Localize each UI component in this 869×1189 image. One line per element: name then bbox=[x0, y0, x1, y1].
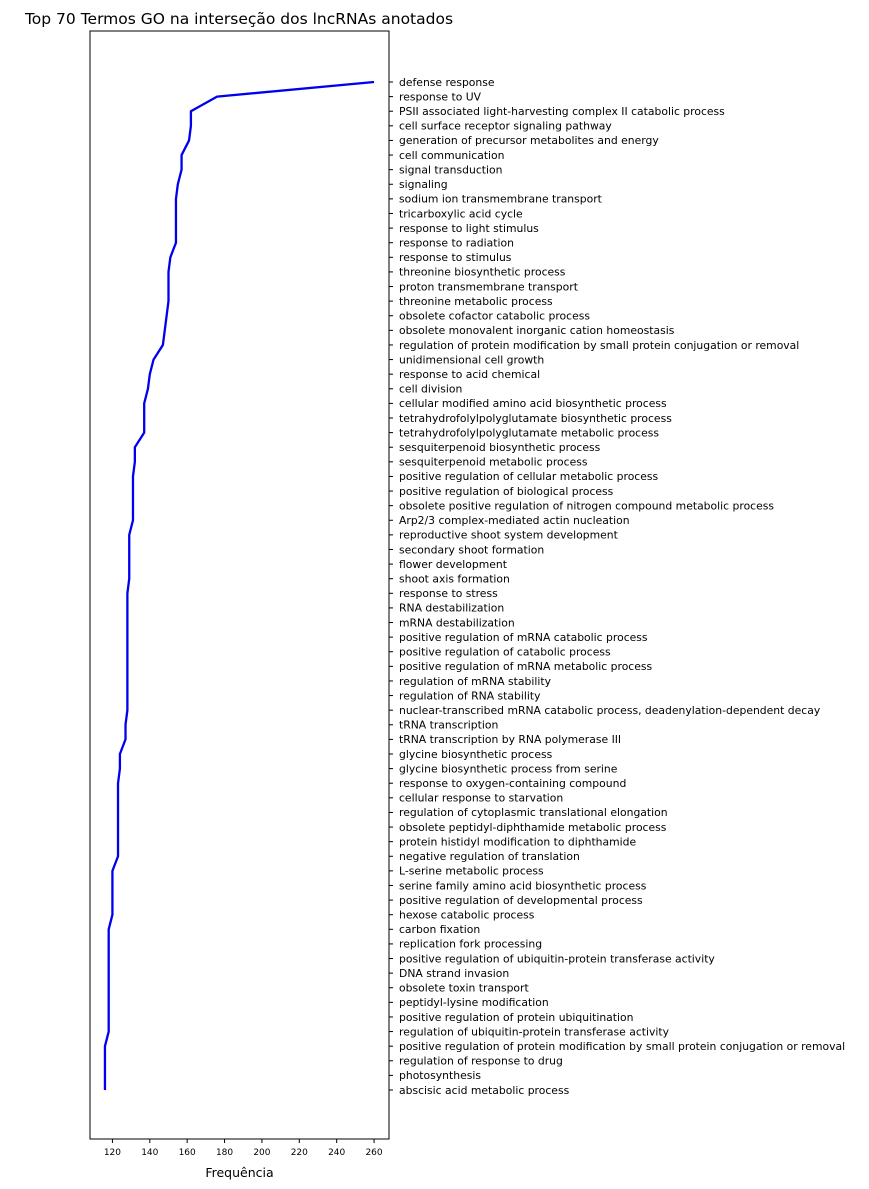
y-tick-label: cell surface receptor signaling pathway bbox=[399, 120, 612, 133]
y-tick-label: proton transmembrane transport bbox=[399, 280, 578, 293]
x-tick-label: 160 bbox=[179, 1148, 196, 1158]
y-tick-label: unidimensional cell growth bbox=[399, 353, 544, 366]
y-tick-label: carbon fixation bbox=[399, 923, 480, 936]
y-tick-label: positive regulation of protein modificat… bbox=[399, 1040, 845, 1053]
y-tick-label: obsolete monovalent inorganic cation hom… bbox=[399, 324, 675, 337]
y-tick-label: response to oxygen-containing compound bbox=[399, 777, 626, 790]
x-tick-label: 180 bbox=[216, 1148, 233, 1158]
y-tick-label: response to light stimulus bbox=[399, 222, 539, 235]
y-tick-label: generation of precursor metabolites and … bbox=[399, 134, 659, 147]
y-tick-label: obsolete toxin transport bbox=[399, 982, 529, 995]
x-tick-label: 120 bbox=[104, 1148, 121, 1158]
y-tick-label: cellular modified amino acid biosyntheti… bbox=[399, 397, 667, 410]
y-tick-label: positive regulation of catabolic process bbox=[399, 646, 611, 659]
y-tick-label: peptidyl-lysine modification bbox=[399, 996, 549, 1009]
y-tick-label: positive regulation of mRNA metabolic pr… bbox=[399, 660, 653, 673]
x-tick-label: 220 bbox=[291, 1148, 308, 1158]
chart-title: Top 70 Termos GO na interseção dos lncRN… bbox=[24, 10, 453, 28]
y-tick-label: flower development bbox=[399, 558, 507, 571]
y-tick-label: shoot axis formation bbox=[399, 572, 510, 585]
y-tick-label: response to UV bbox=[399, 90, 482, 103]
y-tick-label: cell division bbox=[399, 383, 462, 396]
y-tick-label: mRNA destabilization bbox=[399, 616, 515, 629]
y-tick-label: cell communication bbox=[399, 149, 505, 162]
y-tick-label: L-serine metabolic process bbox=[399, 865, 544, 878]
y-tick-label: sesquiterpenoid biosynthetic process bbox=[399, 441, 601, 454]
y-tick-label: obsolete cofactor catabolic process bbox=[399, 310, 590, 323]
y-tick-label: positive regulation of biological proces… bbox=[399, 485, 614, 498]
y-tick-label: photosynthesis bbox=[399, 1069, 481, 1082]
y-tick-label: glycine biosynthetic process from serine bbox=[399, 762, 618, 775]
y-tick-label: positive regulation of cellular metaboli… bbox=[399, 470, 658, 483]
y-tick-label: tRNA transcription by RNA polymerase III bbox=[399, 733, 621, 746]
y-tick-label: serine family amino acid biosynthetic pr… bbox=[399, 879, 647, 892]
y-tick-label: Arp2/3 complex-mediated actin nucleation bbox=[399, 514, 630, 527]
y-tick-label: threonine metabolic process bbox=[399, 295, 553, 308]
y-tick-label: obsolete positive regulation of nitrogen… bbox=[399, 499, 774, 512]
y-tick-label: response to radiation bbox=[399, 236, 514, 249]
y-tick-label: positive regulation of ubiquitin-protein… bbox=[399, 952, 715, 965]
y-tick-label: regulation of ubiquitin-protein transfer… bbox=[399, 1025, 670, 1038]
y-tick-label: response to stress bbox=[399, 587, 498, 600]
y-tick-label: regulation of cytoplasmic translational … bbox=[399, 806, 668, 819]
y-tick-label: nuclear-transcribed mRNA catabolic proce… bbox=[399, 704, 821, 717]
y-tick-label: glycine biosynthetic process bbox=[399, 748, 553, 761]
y-tick-label: tetrahydrofolylpolyglutamate biosyntheti… bbox=[399, 412, 672, 425]
y-tick-label: threonine biosynthetic process bbox=[399, 266, 566, 279]
x-tick-label: 140 bbox=[141, 1148, 158, 1158]
y-tick-label: positive regulation of protein ubiquitin… bbox=[399, 1011, 633, 1024]
y-tick-label: PSII associated light-harvesting complex… bbox=[399, 105, 725, 118]
y-tick-label: replication fork processing bbox=[399, 938, 542, 951]
y-tick-label: hexose catabolic process bbox=[399, 908, 535, 921]
y-tick-label: tetrahydrofolylpolyglutamate metabolic p… bbox=[399, 426, 659, 439]
y-tick-label: protein histidyl modification to diphtha… bbox=[399, 835, 637, 848]
y-tick-label: positive regulation of mRNA catabolic pr… bbox=[399, 631, 648, 644]
y-tick-label: regulation of protein modification by sm… bbox=[399, 339, 799, 352]
y-tick-label: regulation of mRNA stability bbox=[399, 675, 552, 688]
y-tick-label: signal transduction bbox=[399, 163, 502, 176]
y-tick-label: response to acid chemical bbox=[399, 368, 540, 381]
y-tick-label: reproductive shoot system development bbox=[399, 529, 618, 542]
frequency-series-line bbox=[103, 80, 375, 1090]
x-axis-label: Frequência bbox=[205, 1165, 273, 1180]
y-tick-label: tRNA transcription bbox=[399, 719, 498, 732]
x-tick-label: 260 bbox=[365, 1148, 382, 1158]
y-tick-label: regulation of response to drug bbox=[399, 1055, 563, 1068]
y-tick-label: obsolete peptidyl-diphthamide metabolic … bbox=[399, 821, 667, 834]
plot-frame bbox=[89, 30, 390, 1140]
y-tick-label: RNA destabilization bbox=[399, 602, 504, 615]
y-tick-label: abscisic acid metabolic process bbox=[399, 1084, 570, 1097]
y-tick-label: sodium ion transmembrane transport bbox=[399, 193, 602, 206]
y-tick-label: tricarboxylic acid cycle bbox=[399, 207, 523, 220]
x-tick-label: 200 bbox=[253, 1148, 270, 1158]
y-tick-label: response to stimulus bbox=[399, 251, 512, 264]
y-tick-label: negative regulation of translation bbox=[399, 850, 580, 863]
y-tick-label: regulation of RNA stability bbox=[399, 689, 541, 702]
y-tick-label: DNA strand invasion bbox=[399, 967, 509, 980]
y-tick-label: cellular response to starvation bbox=[399, 792, 563, 805]
x-tick-label: 240 bbox=[328, 1148, 345, 1158]
y-tick-label: sesquiterpenoid metabolic process bbox=[399, 456, 588, 469]
y-tick-label: defense response bbox=[399, 76, 495, 89]
y-tick-label: signaling bbox=[399, 178, 448, 191]
y-tick-label: secondary shoot formation bbox=[399, 543, 544, 556]
y-tick-label: positive regulation of developmental pro… bbox=[399, 894, 643, 907]
x-axis: 120 140 160 180 200 220 240 260 bbox=[104, 1139, 383, 1158]
